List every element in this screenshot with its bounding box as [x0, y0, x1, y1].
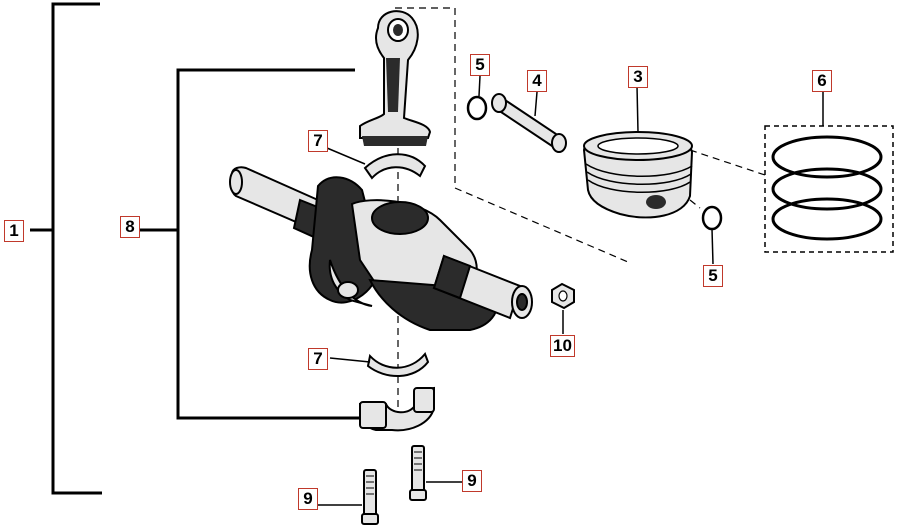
callout-part-5-lower: 5: [703, 265, 723, 287]
callout-part-5-upper: 5: [470, 54, 490, 76]
callout-part-8: 8: [120, 216, 140, 238]
bracket-assembly-1: [30, 2, 102, 495]
piston: [582, 131, 694, 219]
callout-part-6: 6: [812, 70, 832, 92]
callout-part-1: 1: [4, 220, 24, 242]
nut: [551, 282, 575, 310]
bearing-shell-lower: [366, 352, 430, 378]
dashed-guide-lines: [395, 7, 766, 420]
callout-part-9-right: 9: [462, 470, 482, 492]
callout-part-9-left: 9: [298, 488, 318, 510]
circlip-upper: [466, 95, 488, 121]
callout-part-7-lower: 7: [308, 348, 328, 370]
piston-pin: [491, 93, 567, 153]
circlip-lower: [701, 205, 723, 231]
callout-part-7-upper: 7: [308, 130, 328, 152]
rod-bolt-right: [409, 445, 427, 501]
crankshaft: [229, 166, 533, 331]
callout-part-3: 3: [628, 66, 648, 88]
bearing-shell-upper: [363, 153, 427, 180]
rod-bolt-left: [361, 469, 379, 525]
callout-part-4: 4: [527, 70, 547, 92]
callout-part-10: 10: [550, 335, 575, 357]
piston-ring-set: [764, 125, 894, 253]
bracket-assembly-8: [140, 68, 360, 420]
connecting-rod-cap: [359, 386, 435, 432]
connecting-rod: [359, 10, 432, 146]
